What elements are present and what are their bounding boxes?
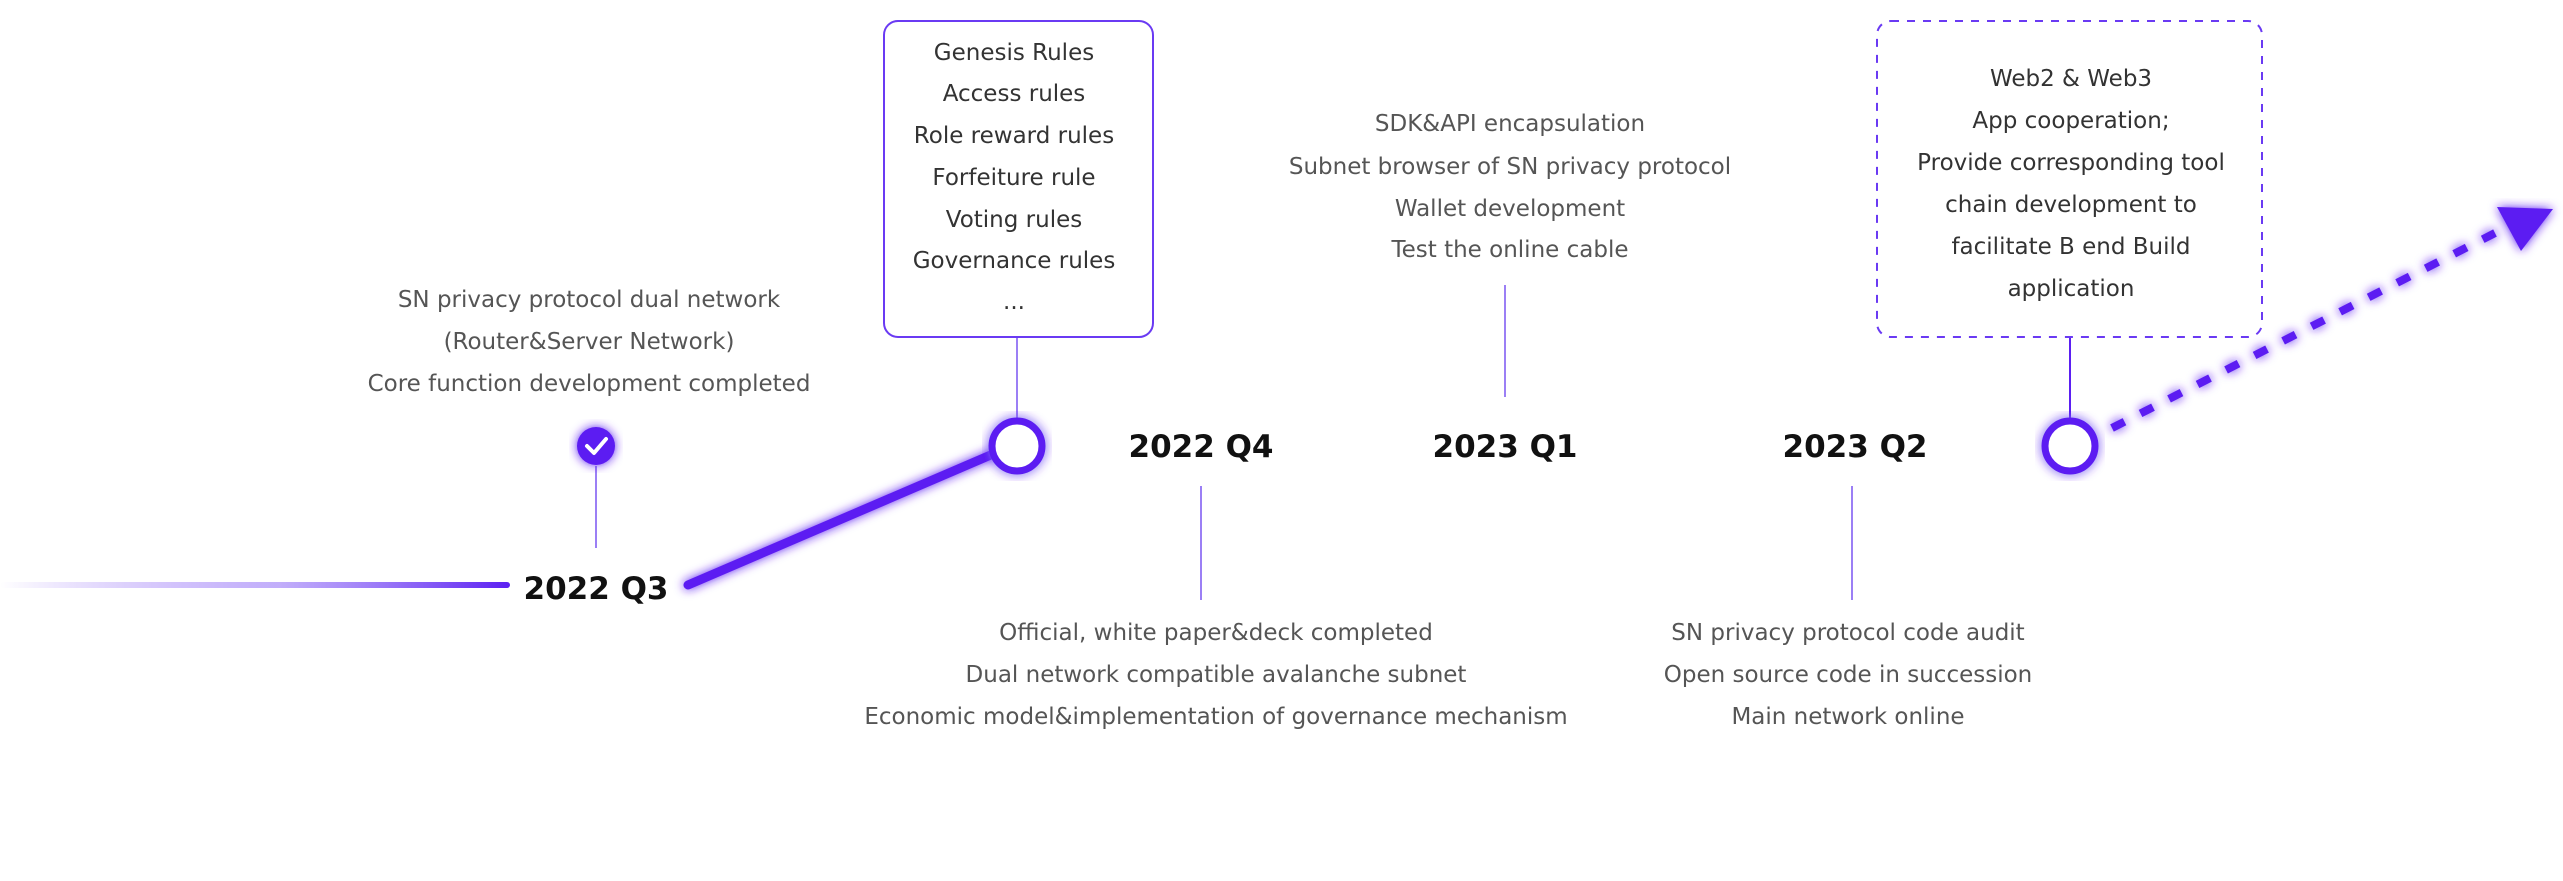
plan-line: App cooperation; <box>1972 108 2169 134</box>
q3-notes: SN privacy protocol dual network (Router… <box>368 287 811 397</box>
future-plan-box <box>1876 20 2263 338</box>
plan-line: chain development to <box>1945 192 2197 218</box>
note-line: SN privacy protocol code audit <box>1671 620 2024 646</box>
rule-item: Forfeiture rule <box>932 165 1095 191</box>
q4-rules-box <box>883 20 1154 338</box>
q4-notes: Official, white paper&deck completed Dua… <box>864 620 1567 730</box>
checkmark-icon <box>585 437 608 455</box>
q4-rules-list: Genesis Rules Access rules Role reward r… <box>913 40 1116 315</box>
milestone-label-2022-q3: 2022 Q3 <box>524 571 669 607</box>
plan-line: Web2 & Web3 <box>1990 66 2152 92</box>
rule-item: Role reward rules <box>914 123 1114 149</box>
arrowhead-icon <box>2497 207 2553 251</box>
note-line: Open source code in succession <box>1664 662 2033 688</box>
milestone-label-2023-q2: 2023 Q2 <box>1783 429 1928 465</box>
note-line: SDK&API encapsulation <box>1375 111 1645 137</box>
rule-item: Genesis Rules <box>934 40 1094 66</box>
plan-line: application <box>2008 276 2135 302</box>
milestone-label-2022-q4: 2022 Q4 <box>1129 429 1274 465</box>
q4-node <box>988 417 1046 475</box>
timeline-dashed-rising-segment <box>2110 229 2497 432</box>
note-line: Economic model&implementation of governa… <box>864 704 1567 730</box>
note-line: Dual network compatible avalanche subnet <box>966 662 1467 688</box>
note-line: Official, white paper&deck completed <box>999 620 1433 646</box>
note-line: Test the online cable <box>1390 237 1628 263</box>
note-line: Wallet development <box>1395 196 1625 222</box>
plan-line: facilitate B end Build <box>1951 234 2190 260</box>
timeline-fade-line <box>0 582 510 588</box>
rule-item-ellipsis: ... <box>1003 289 1025 315</box>
rule-item: Governance rules <box>913 248 1116 274</box>
note-line: SN privacy protocol dual network <box>398 287 781 313</box>
plan-line: Provide corresponding tool <box>1917 150 2225 176</box>
future-node <box>2041 417 2099 475</box>
timeline-diagonal-segment <box>683 446 1005 590</box>
q3-completed-node <box>577 427 615 465</box>
note-line: (Router&Server Network) <box>444 329 735 355</box>
note-line: Core function development completed <box>368 371 811 397</box>
q1-notes: SDK&API encapsulation Subnet browser of … <box>1289 111 1731 263</box>
future-plan-list: Web2 & Web3 App cooperation; Provide cor… <box>1917 66 2225 302</box>
note-line: Subnet browser of SN privacy protocol <box>1289 154 1731 180</box>
rule-item: Voting rules <box>946 207 1082 233</box>
q2-notes: SN privacy protocol code audit Open sour… <box>1664 620 2033 730</box>
rule-item: Access rules <box>943 81 1086 107</box>
note-line: Main network online <box>1731 704 1964 730</box>
milestone-label-2023-q1: 2023 Q1 <box>1433 429 1578 465</box>
